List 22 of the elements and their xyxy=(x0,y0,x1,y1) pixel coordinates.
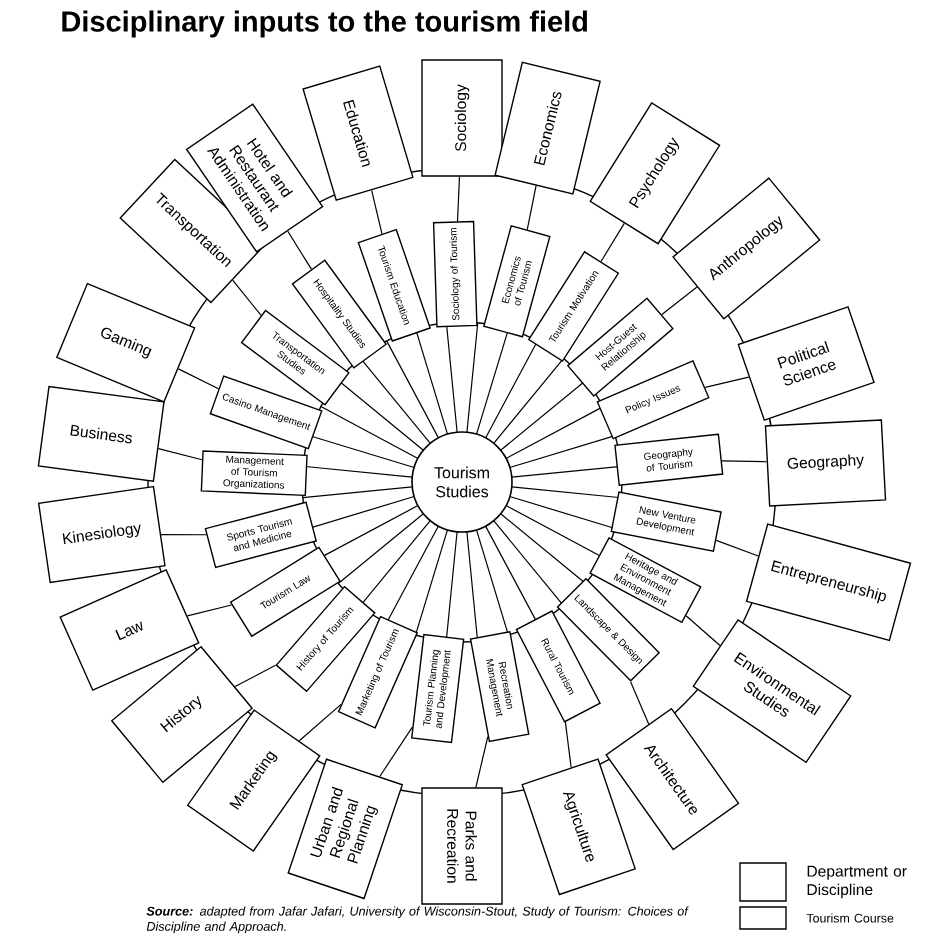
connector-line xyxy=(177,368,220,390)
connector-line xyxy=(630,681,650,725)
title: Disciplinary inputs to the tourism field xyxy=(62,10,587,38)
connector-line xyxy=(475,736,489,788)
connector-line xyxy=(379,726,413,778)
connector-line xyxy=(715,539,759,557)
connector-line xyxy=(232,279,262,316)
connector-line xyxy=(186,604,233,617)
connector-line xyxy=(526,185,537,231)
connector-line xyxy=(371,189,383,235)
connector-line xyxy=(157,447,203,461)
connector-line xyxy=(704,376,750,389)
connector-line xyxy=(564,721,572,768)
connector-line xyxy=(456,176,461,222)
connector-line xyxy=(298,703,342,742)
connector-line xyxy=(234,664,277,688)
connector-line xyxy=(685,615,721,647)
connector-line xyxy=(287,230,312,270)
connector-line xyxy=(661,286,698,316)
connector-line xyxy=(600,222,625,263)
connector-line xyxy=(721,460,768,463)
connector-line xyxy=(160,534,207,536)
